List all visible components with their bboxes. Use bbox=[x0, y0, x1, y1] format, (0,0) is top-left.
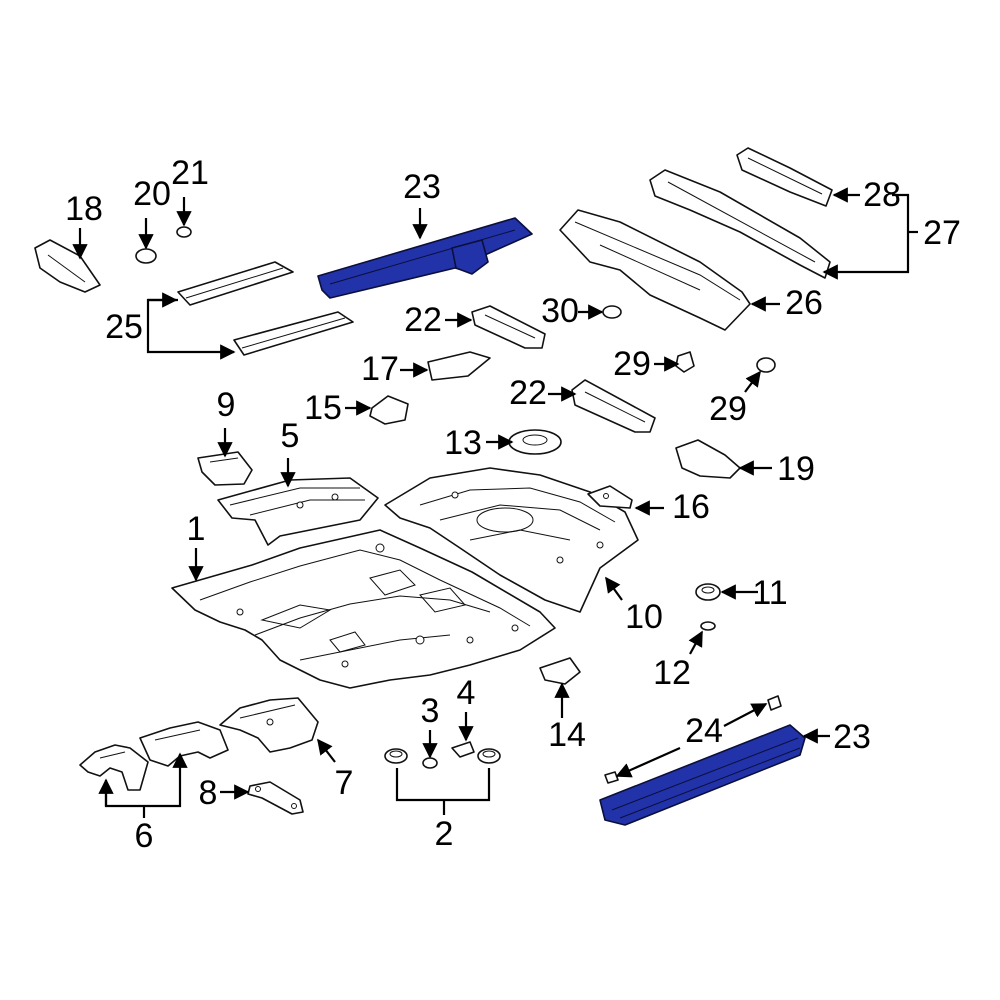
part-15-bracket[interactable] bbox=[369, 395, 409, 425]
callout-10: 10 bbox=[625, 598, 663, 636]
part-23-rail-upper-highlighted[interactable] bbox=[317, 217, 533, 299]
callout-24: 24 bbox=[685, 712, 723, 750]
part-30-plug[interactable] bbox=[602, 305, 622, 319]
callout-29-lower: 29 bbox=[709, 390, 747, 428]
callout-3: 3 bbox=[421, 692, 440, 730]
callout-28: 28 bbox=[863, 176, 901, 214]
callout-labels: 1 2 3 4 5 6 7 8 9 10 11 12 13 14 15 16 1… bbox=[65, 154, 961, 855]
part-23-rail-lower-highlighted[interactable] bbox=[599, 724, 806, 826]
part-9-bracket[interactable] bbox=[197, 451, 253, 486]
part-29-clip[interactable] bbox=[675, 351, 695, 373]
callout-19: 19 bbox=[777, 450, 815, 488]
part-29-plug[interactable] bbox=[756, 357, 776, 373]
callout-14: 14 bbox=[548, 716, 586, 754]
part-3-plug[interactable] bbox=[422, 757, 438, 769]
callout-21: 21 bbox=[171, 154, 209, 192]
callout-18: 18 bbox=[65, 190, 103, 228]
callout-6: 6 bbox=[135, 817, 154, 855]
part-25-sill-upper[interactable] bbox=[177, 261, 294, 306]
callout-2: 2 bbox=[435, 815, 454, 853]
callout-29-upper: 29 bbox=[613, 345, 651, 383]
part-19-bracket[interactable] bbox=[675, 439, 741, 479]
callout-17: 17 bbox=[361, 350, 399, 388]
callout-11: 11 bbox=[752, 574, 787, 612]
callout-23-upper: 23 bbox=[403, 168, 441, 206]
callout-23-lower: 23 bbox=[833, 718, 871, 756]
callout-5: 5 bbox=[281, 417, 300, 455]
callout-7: 7 bbox=[335, 764, 354, 802]
part-7-bracket[interactable] bbox=[219, 697, 319, 753]
callout-13: 13 bbox=[444, 424, 482, 462]
callout-22-lower: 22 bbox=[509, 374, 547, 412]
leader-lines bbox=[72, 187, 918, 818]
part-26-rear-rail[interactable] bbox=[559, 209, 751, 331]
part-6-tunnel-brackets[interactable] bbox=[79, 721, 229, 791]
part-17-bracket[interactable] bbox=[427, 351, 491, 381]
part-13-cover[interactable] bbox=[508, 429, 562, 455]
part-12-plug[interactable] bbox=[700, 621, 716, 631]
part-24-plug-bottom[interactable] bbox=[604, 771, 619, 784]
callout-26: 26 bbox=[785, 284, 823, 322]
part-22-rail-upper[interactable] bbox=[471, 305, 546, 349]
part-16-bracket[interactable] bbox=[587, 485, 633, 509]
part-24-plug-top[interactable] bbox=[767, 695, 782, 711]
part-21-plug[interactable] bbox=[176, 226, 192, 238]
part-10-rear-floor-pan[interactable] bbox=[384, 467, 639, 613]
callout-8: 8 bbox=[199, 774, 218, 812]
part-20-plug[interactable] bbox=[135, 248, 157, 264]
part-8-brace[interactable] bbox=[247, 781, 304, 815]
part-22-rail-lower[interactable] bbox=[571, 379, 656, 433]
callout-20: 20 bbox=[133, 175, 171, 213]
part-11-plug[interactable] bbox=[695, 583, 721, 601]
callout-22-upper: 22 bbox=[404, 301, 442, 339]
part-1-floor-pan[interactable] bbox=[171, 529, 556, 689]
callout-12: 12 bbox=[653, 654, 691, 692]
part-14-bracket[interactable] bbox=[539, 657, 581, 685]
callout-30: 30 bbox=[541, 292, 579, 330]
callout-25: 25 bbox=[105, 308, 143, 346]
callout-16: 16 bbox=[672, 488, 710, 526]
part-5-crossmember[interactable] bbox=[217, 477, 379, 546]
callout-27: 27 bbox=[923, 214, 961, 252]
part-18-bracket[interactable] bbox=[34, 239, 101, 293]
callout-1: 1 bbox=[187, 510, 206, 548]
callout-4: 4 bbox=[457, 674, 476, 712]
part-4-grommet[interactable] bbox=[451, 741, 475, 758]
callout-9: 9 bbox=[217, 386, 236, 424]
part-2-plug-left[interactable] bbox=[384, 748, 408, 764]
part-28-extension[interactable] bbox=[736, 147, 833, 207]
part-25-sill-lower[interactable] bbox=[233, 311, 354, 356]
part-2-plug-right[interactable] bbox=[477, 748, 501, 764]
callout-15: 15 bbox=[304, 389, 342, 427]
